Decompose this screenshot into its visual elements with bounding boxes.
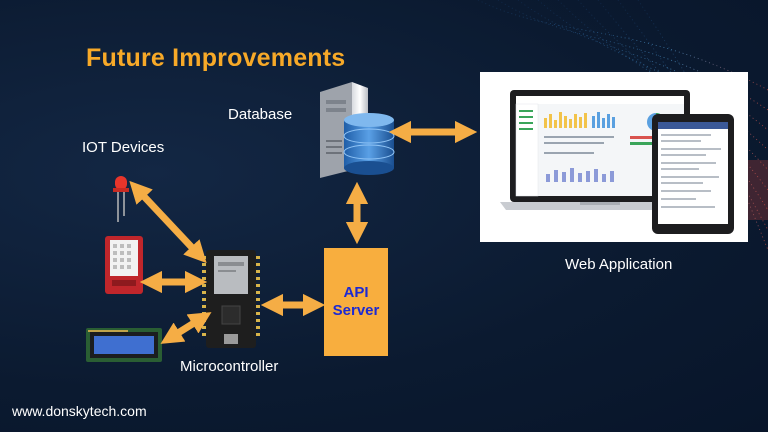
arrow-lcd-microcontroller — [160, 312, 212, 344]
web-application-label: Web Application — [565, 256, 673, 273]
lcd-icon — [86, 328, 162, 362]
api-server-line1: API — [343, 284, 369, 301]
laptop-icon — [500, 90, 700, 210]
api-server-box: API Server — [324, 248, 388, 356]
footer-url: www.donskytech.com — [12, 403, 147, 419]
api-server-line2: Server — [332, 302, 380, 319]
page-title: Future Improvements — [86, 44, 346, 72]
database-server-icon — [320, 82, 395, 178]
led-icon — [113, 176, 129, 222]
iot-devices-label: IOT Devices — [82, 139, 165, 156]
microcontroller-label: Microcontroller — [180, 358, 279, 375]
database-label: Database — [228, 106, 293, 123]
arrow-led-microcontroller — [129, 180, 207, 264]
web-application-panel — [480, 72, 748, 242]
microcontroller-icon — [202, 250, 260, 348]
sensor-icon — [105, 236, 143, 294]
tablet-icon — [652, 114, 734, 234]
